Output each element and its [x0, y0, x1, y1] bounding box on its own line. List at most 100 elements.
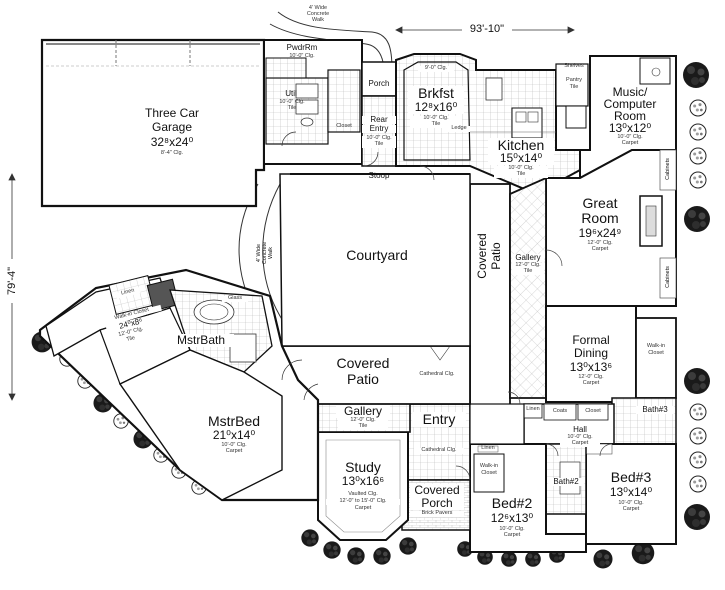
walkin-right-label-2: Closet	[648, 350, 664, 356]
front-porch-label-1: Covered	[410, 484, 464, 497]
gallery-h-clg: 12'-0" Clg.	[338, 417, 388, 424]
music-floor: Carpet	[606, 140, 654, 147]
pantry-label: Pantry	[566, 77, 582, 83]
tree	[593, 549, 613, 569]
great-room-clg: 12'-0" Clg.	[587, 240, 613, 246]
bed2-label: Bed#2	[482, 496, 542, 511]
great-room-floor: Carpet	[591, 246, 609, 252]
study-clg-1: Vaulted Clg.	[330, 491, 396, 498]
top-walk-line1: 4' Wide	[308, 5, 328, 11]
util-clg: 10'-0" Clg.	[279, 99, 305, 105]
study-clg-2: 12'-0" to 15'-0" Clg.	[326, 498, 400, 505]
garage-label-2: Garage	[151, 120, 193, 134]
garage-room	[40, 38, 266, 208]
gallery-v-floor: Tile	[512, 268, 544, 275]
front-porch-label-2: Porch	[410, 497, 464, 510]
garage-label-1: Three Car	[144, 106, 200, 120]
top-walk-line2: Concrete	[306, 11, 330, 17]
brkfst-size: 12⁸x16⁰	[408, 101, 464, 114]
great-room	[545, 149, 677, 307]
bath2-label: Bath#2	[548, 477, 584, 487]
door-swings	[419, 165, 613, 481]
formal-dining-label-2: Dining	[573, 346, 609, 360]
cabinets-label-top: Cabinets	[665, 158, 671, 180]
master-bed-clg: 10'-0" Clg.	[210, 442, 258, 449]
formal-dining-label-1: Formal	[572, 333, 610, 347]
study-size: 13⁰x16⁶	[334, 475, 392, 488]
courtyard-label: Courtyard	[346, 247, 408, 263]
master-bed-size: 21⁰x14⁰	[200, 429, 268, 442]
shrub	[689, 99, 707, 117]
formal-dining-floor: Carpet	[582, 380, 600, 386]
great-room-size: 19⁶x24⁹	[578, 226, 622, 240]
hall-floor: Carpet	[560, 440, 600, 447]
hall-linen: Linen	[526, 406, 540, 412]
tree	[684, 206, 710, 232]
music-clg: 10'-0" Clg.	[606, 134, 654, 141]
gallery-h-floor: Tile	[338, 423, 388, 430]
music-label-3: Room	[598, 110, 662, 123]
study-label: Study	[330, 460, 396, 475]
gallery-v-label: Gallery	[512, 253, 544, 263]
top-walk-line3: Walk	[311, 17, 325, 23]
tree	[323, 541, 341, 559]
brkfst-clg: 10'-0" Clg.	[410, 115, 462, 122]
pwdr-label: PwdrRm	[286, 43, 318, 52]
bed2-clg: 10'-0" Clg.	[490, 526, 534, 533]
tree	[399, 537, 417, 555]
formal-dining-clg: 12'-0" Clg.	[578, 374, 604, 380]
study-floor: Carpet	[330, 505, 396, 512]
tree	[525, 551, 541, 567]
tree	[373, 547, 391, 565]
master-bed-label: MstrBed	[194, 414, 274, 429]
util-floor: Tile	[287, 105, 297, 111]
covered-patio-label-1: Covered	[336, 355, 390, 371]
bed3-clg: 10'-0" Clg.	[618, 500, 644, 506]
covered-patio-cathedral: Cathedral Clg.	[419, 371, 455, 377]
bed3-floor: Carpet	[622, 506, 640, 512]
master-bath-glass: Glass	[222, 295, 248, 302]
shelves-label: Shelves	[564, 63, 584, 69]
bed2-floor: Carpet	[490, 532, 534, 539]
rear-entry-label-1: Rear	[362, 115, 396, 125]
kitchen-size: 15⁰x14⁰	[488, 152, 554, 165]
bed3-label: Bed#3	[610, 469, 652, 485]
kitchen-floor: Tile	[494, 171, 548, 178]
gallery-v-clg: 12'-0" Clg.	[512, 262, 544, 269]
shrub	[689, 123, 707, 141]
covered-patio-v-label-2: Patio	[489, 242, 503, 270]
hall-coats: Coats	[552, 408, 568, 414]
tree	[631, 541, 655, 565]
util-label: Util	[285, 89, 297, 98]
walkin-right-label-1: Walk-in	[646, 343, 666, 349]
courtyard-area	[279, 173, 471, 347]
music-label-1: Music/	[598, 86, 662, 99]
brkfst-label: Brkfst	[408, 86, 464, 101]
great-room-label-2: Room	[581, 210, 619, 226]
cabinets-label-bottom: Cabinets	[665, 266, 671, 288]
courtyard-walk-3: Walk	[268, 246, 274, 260]
shrub	[689, 427, 707, 445]
bed2-linen-label: Linen	[481, 445, 495, 451]
garage-clg: 8'-4" Clg.	[160, 150, 184, 156]
kitchen-label: Kitchen	[488, 138, 554, 153]
entry-label: Entry	[412, 412, 466, 427]
hall-label: Hall	[560, 425, 600, 435]
master-bath-label: MstrBath	[168, 334, 234, 347]
porch-label: Porch	[368, 79, 390, 88]
pwdr-clg: 10'-0" Clg.	[289, 53, 315, 59]
tree	[347, 547, 365, 565]
stoop-label: Stoop	[368, 171, 390, 180]
kitchen-clg: 10'-0" Clg.	[494, 165, 548, 172]
overall-width-dimension: 93'-10"	[462, 23, 512, 36]
master-bed-floor: Carpet	[210, 448, 258, 455]
formal-dining	[545, 305, 637, 403]
shrub	[689, 171, 707, 189]
service-rooms	[263, 39, 397, 167]
tree	[301, 529, 319, 547]
gallery-vertical	[469, 176, 547, 411]
front-porch-floor: Brick Pavers	[410, 510, 464, 517]
tree	[683, 62, 709, 88]
bed2-size: 12⁶x13⁰	[484, 512, 540, 525]
brkfst-note: 9'-0" Clg.	[418, 65, 454, 72]
